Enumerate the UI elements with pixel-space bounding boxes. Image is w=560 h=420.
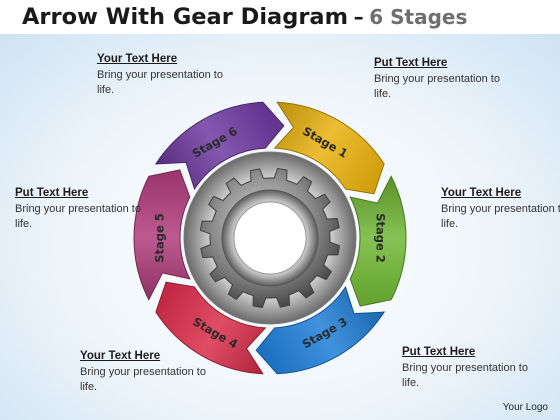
callout-heading: Put Text Here bbox=[402, 346, 476, 358]
gear-center-hole bbox=[233, 201, 307, 275]
callout-mid-left: Put Text Here Bring your presentation to… bbox=[15, 186, 150, 232]
callout-top-right: Put Text Here Bring your presentation to… bbox=[374, 56, 509, 102]
callout-body: Bring your presentation to life. bbox=[15, 203, 141, 230]
gear-icon bbox=[183, 151, 357, 325]
callout-heading: Put Text Here bbox=[374, 57, 448, 69]
callout-heading: Your Text Here bbox=[97, 53, 178, 65]
callout-bottom-right: Put Text Here Bring your presentation to… bbox=[402, 345, 537, 391]
stage-arrow-3 bbox=[255, 285, 386, 375]
title-subtitle: 6 Stages bbox=[369, 5, 468, 29]
callout-body: Bring your presentation to life. bbox=[402, 362, 528, 389]
callout-mid-right: Your Text Here Bring your presentation t… bbox=[441, 186, 560, 232]
stage-arrow-2 bbox=[349, 175, 407, 307]
callout-heading: Your Text Here bbox=[80, 350, 161, 362]
callout-body: Bring your presentation to life. bbox=[80, 366, 206, 393]
callout-body: Bring your presentation to life. bbox=[374, 73, 500, 100]
stage-arrow-1 bbox=[273, 101, 385, 195]
stage-label-2: Stage 2 bbox=[374, 213, 388, 263]
title-dash: – bbox=[353, 5, 364, 29]
stage-arrow-6 bbox=[154, 101, 285, 191]
stage-label-5: Stage 5 bbox=[153, 213, 167, 263]
page-title: Arrow With Gear Diagram – 6 Stages bbox=[22, 4, 467, 30]
stage-arrow-4 bbox=[155, 281, 267, 375]
callout-top-left: Your Text Here Bring your presentation t… bbox=[97, 52, 232, 98]
callout-bottom-left: Your Text Here Bring your presentation t… bbox=[80, 349, 215, 395]
callout-heading: Your Text Here bbox=[441, 187, 522, 199]
callout-heading: Put Text Here bbox=[15, 187, 89, 199]
title-main: Arrow With Gear Diagram bbox=[22, 4, 349, 30]
stage-arrow-5 bbox=[133, 169, 191, 301]
callout-body: Bring your presentation to life. bbox=[441, 203, 560, 230]
callout-body: Bring your presentation to life. bbox=[97, 69, 223, 96]
footer-logo: Your Logo bbox=[502, 402, 548, 413]
